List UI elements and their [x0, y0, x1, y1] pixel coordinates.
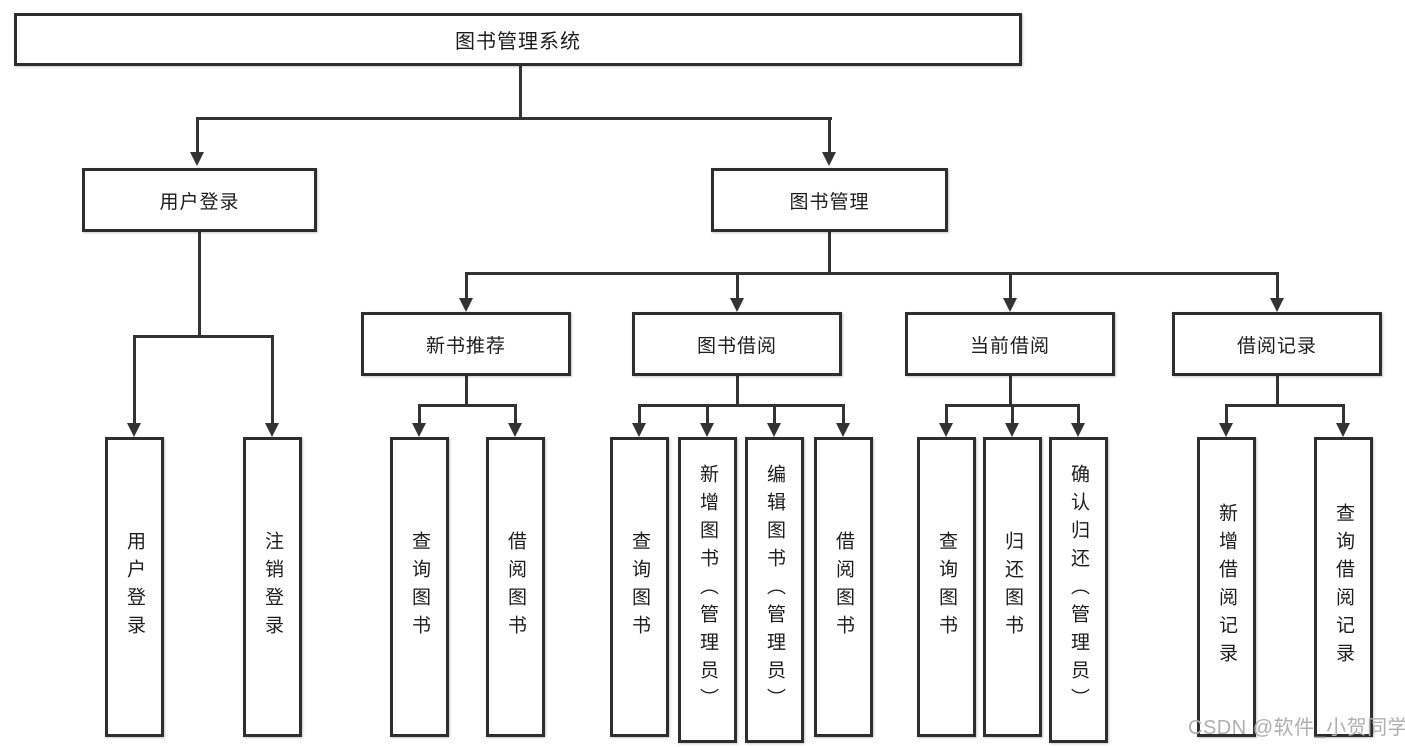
- node-borrow-books-recommend: 借阅图书: [486, 437, 545, 737]
- node-return-books: 归还图书: [983, 437, 1042, 737]
- arrow-down-icon: [632, 423, 646, 437]
- connector-line: [1342, 404, 1345, 425]
- connector-line: [198, 232, 201, 338]
- node-query-books-current: 查询图书: [917, 437, 976, 737]
- node-borrowing-records: 借阅记录: [1172, 312, 1382, 376]
- node-query-books-borrow: 查询图书: [610, 437, 669, 737]
- arrow-down-icon: [1219, 423, 1233, 437]
- node-label: 新增借阅记录: [1216, 503, 1237, 671]
- connector-line: [465, 272, 1279, 275]
- connector-line: [1077, 404, 1080, 425]
- arrow-down-icon: [767, 423, 781, 437]
- arrow-down-icon: [1270, 298, 1284, 312]
- node-label: 查询图书: [936, 531, 957, 643]
- connector-line: [465, 272, 468, 300]
- node-label: 图书借阅: [696, 335, 777, 357]
- node-label: 图书管理系统: [455, 31, 581, 53]
- connector-line: [514, 404, 517, 425]
- connector-line: [638, 404, 845, 407]
- connector-line: [736, 376, 739, 407]
- connector-line: [1225, 404, 1345, 407]
- connector-line: [638, 404, 641, 425]
- connector-line: [133, 335, 274, 338]
- node-confirm-return-admin: 确认归还（管理员）: [1049, 437, 1108, 743]
- arrow-down-icon: [1005, 423, 1019, 437]
- connector-line: [1276, 376, 1279, 407]
- node-edit-books-admin: 编辑图书（管理员）: [745, 437, 804, 743]
- node-book-borrowing: 图书借阅: [632, 312, 842, 376]
- connector-line: [133, 335, 136, 425]
- connector-line: [196, 117, 199, 155]
- node-library-management-system: 图书管理系统: [14, 13, 1022, 66]
- node-label: 确认归还（管理员）: [1068, 464, 1089, 716]
- node-label: 图书管理: [789, 191, 870, 213]
- connector-line: [465, 376, 468, 407]
- node-label: 用户登录: [159, 191, 240, 213]
- connector-line: [519, 66, 522, 120]
- node-label: 查询图书: [629, 531, 650, 643]
- arrow-down-icon: [190, 152, 204, 166]
- connector-line: [1225, 404, 1228, 425]
- node-current-borrowing: 当前借阅: [905, 312, 1115, 376]
- arrow-down-icon: [700, 423, 714, 437]
- node-label: 用户登录: [124, 531, 145, 643]
- node-query-borrow-record: 查询借阅记录: [1314, 437, 1373, 737]
- arrow-down-icon: [459, 298, 473, 312]
- arrow-down-icon: [836, 423, 850, 437]
- node-user-login: 用户登录: [82, 168, 317, 232]
- node-label: 归还图书: [1002, 531, 1023, 643]
- connector-line: [1011, 404, 1014, 425]
- node-label: 借阅记录: [1236, 335, 1317, 357]
- node-label: 借阅图书: [505, 531, 526, 643]
- arrow-down-icon: [265, 423, 279, 437]
- arrow-down-icon: [1003, 298, 1017, 312]
- connector-line: [1276, 272, 1279, 300]
- arrow-down-icon: [508, 423, 522, 437]
- node-borrow-books: 借阅图书: [814, 437, 873, 737]
- node-label: 新书推荐: [425, 335, 506, 357]
- csdn-watermark: CSDN @软件_小贺同学: [1188, 717, 1405, 739]
- connector-line: [418, 404, 421, 425]
- connector-line: [1009, 376, 1012, 407]
- connector-line: [196, 117, 832, 120]
- node-label: 借阅图书: [833, 531, 854, 643]
- connector-line: [945, 404, 948, 425]
- node-label: 编辑图书（管理员）: [764, 464, 785, 716]
- node-label: 注销登录: [262, 531, 283, 643]
- arrow-down-icon: [1071, 423, 1085, 437]
- connector-line: [828, 232, 831, 275]
- connector-line: [271, 335, 274, 425]
- connector-line: [828, 117, 831, 155]
- node-query-books-recommend: 查询图书: [390, 437, 449, 737]
- node-label: 新增图书（管理员）: [697, 464, 718, 716]
- arrow-down-icon: [730, 298, 744, 312]
- arrow-down-icon: [822, 152, 836, 166]
- node-user-login-action: 用户登录: [105, 437, 164, 737]
- node-label: 当前借阅: [969, 335, 1050, 357]
- arrow-down-icon: [412, 423, 426, 437]
- arrow-down-icon: [939, 423, 953, 437]
- connector-line: [736, 272, 739, 300]
- connector-line: [773, 404, 776, 425]
- connector-line: [706, 404, 709, 425]
- arrow-down-icon: [1336, 423, 1350, 437]
- connector-line: [1009, 272, 1012, 300]
- node-label: 查询借阅记录: [1333, 503, 1354, 671]
- node-add-borrow-record: 新增借阅记录: [1197, 437, 1256, 737]
- node-logout: 注销登录: [243, 437, 302, 737]
- node-book-management: 图书管理: [711, 168, 948, 232]
- arrow-down-icon: [127, 423, 141, 437]
- node-add-books-admin: 新增图书（管理员）: [678, 437, 737, 743]
- connector-line: [842, 404, 845, 425]
- connector-line: [418, 404, 517, 407]
- node-label: 查询图书: [409, 531, 430, 643]
- node-new-book-recommend: 新书推荐: [361, 312, 571, 376]
